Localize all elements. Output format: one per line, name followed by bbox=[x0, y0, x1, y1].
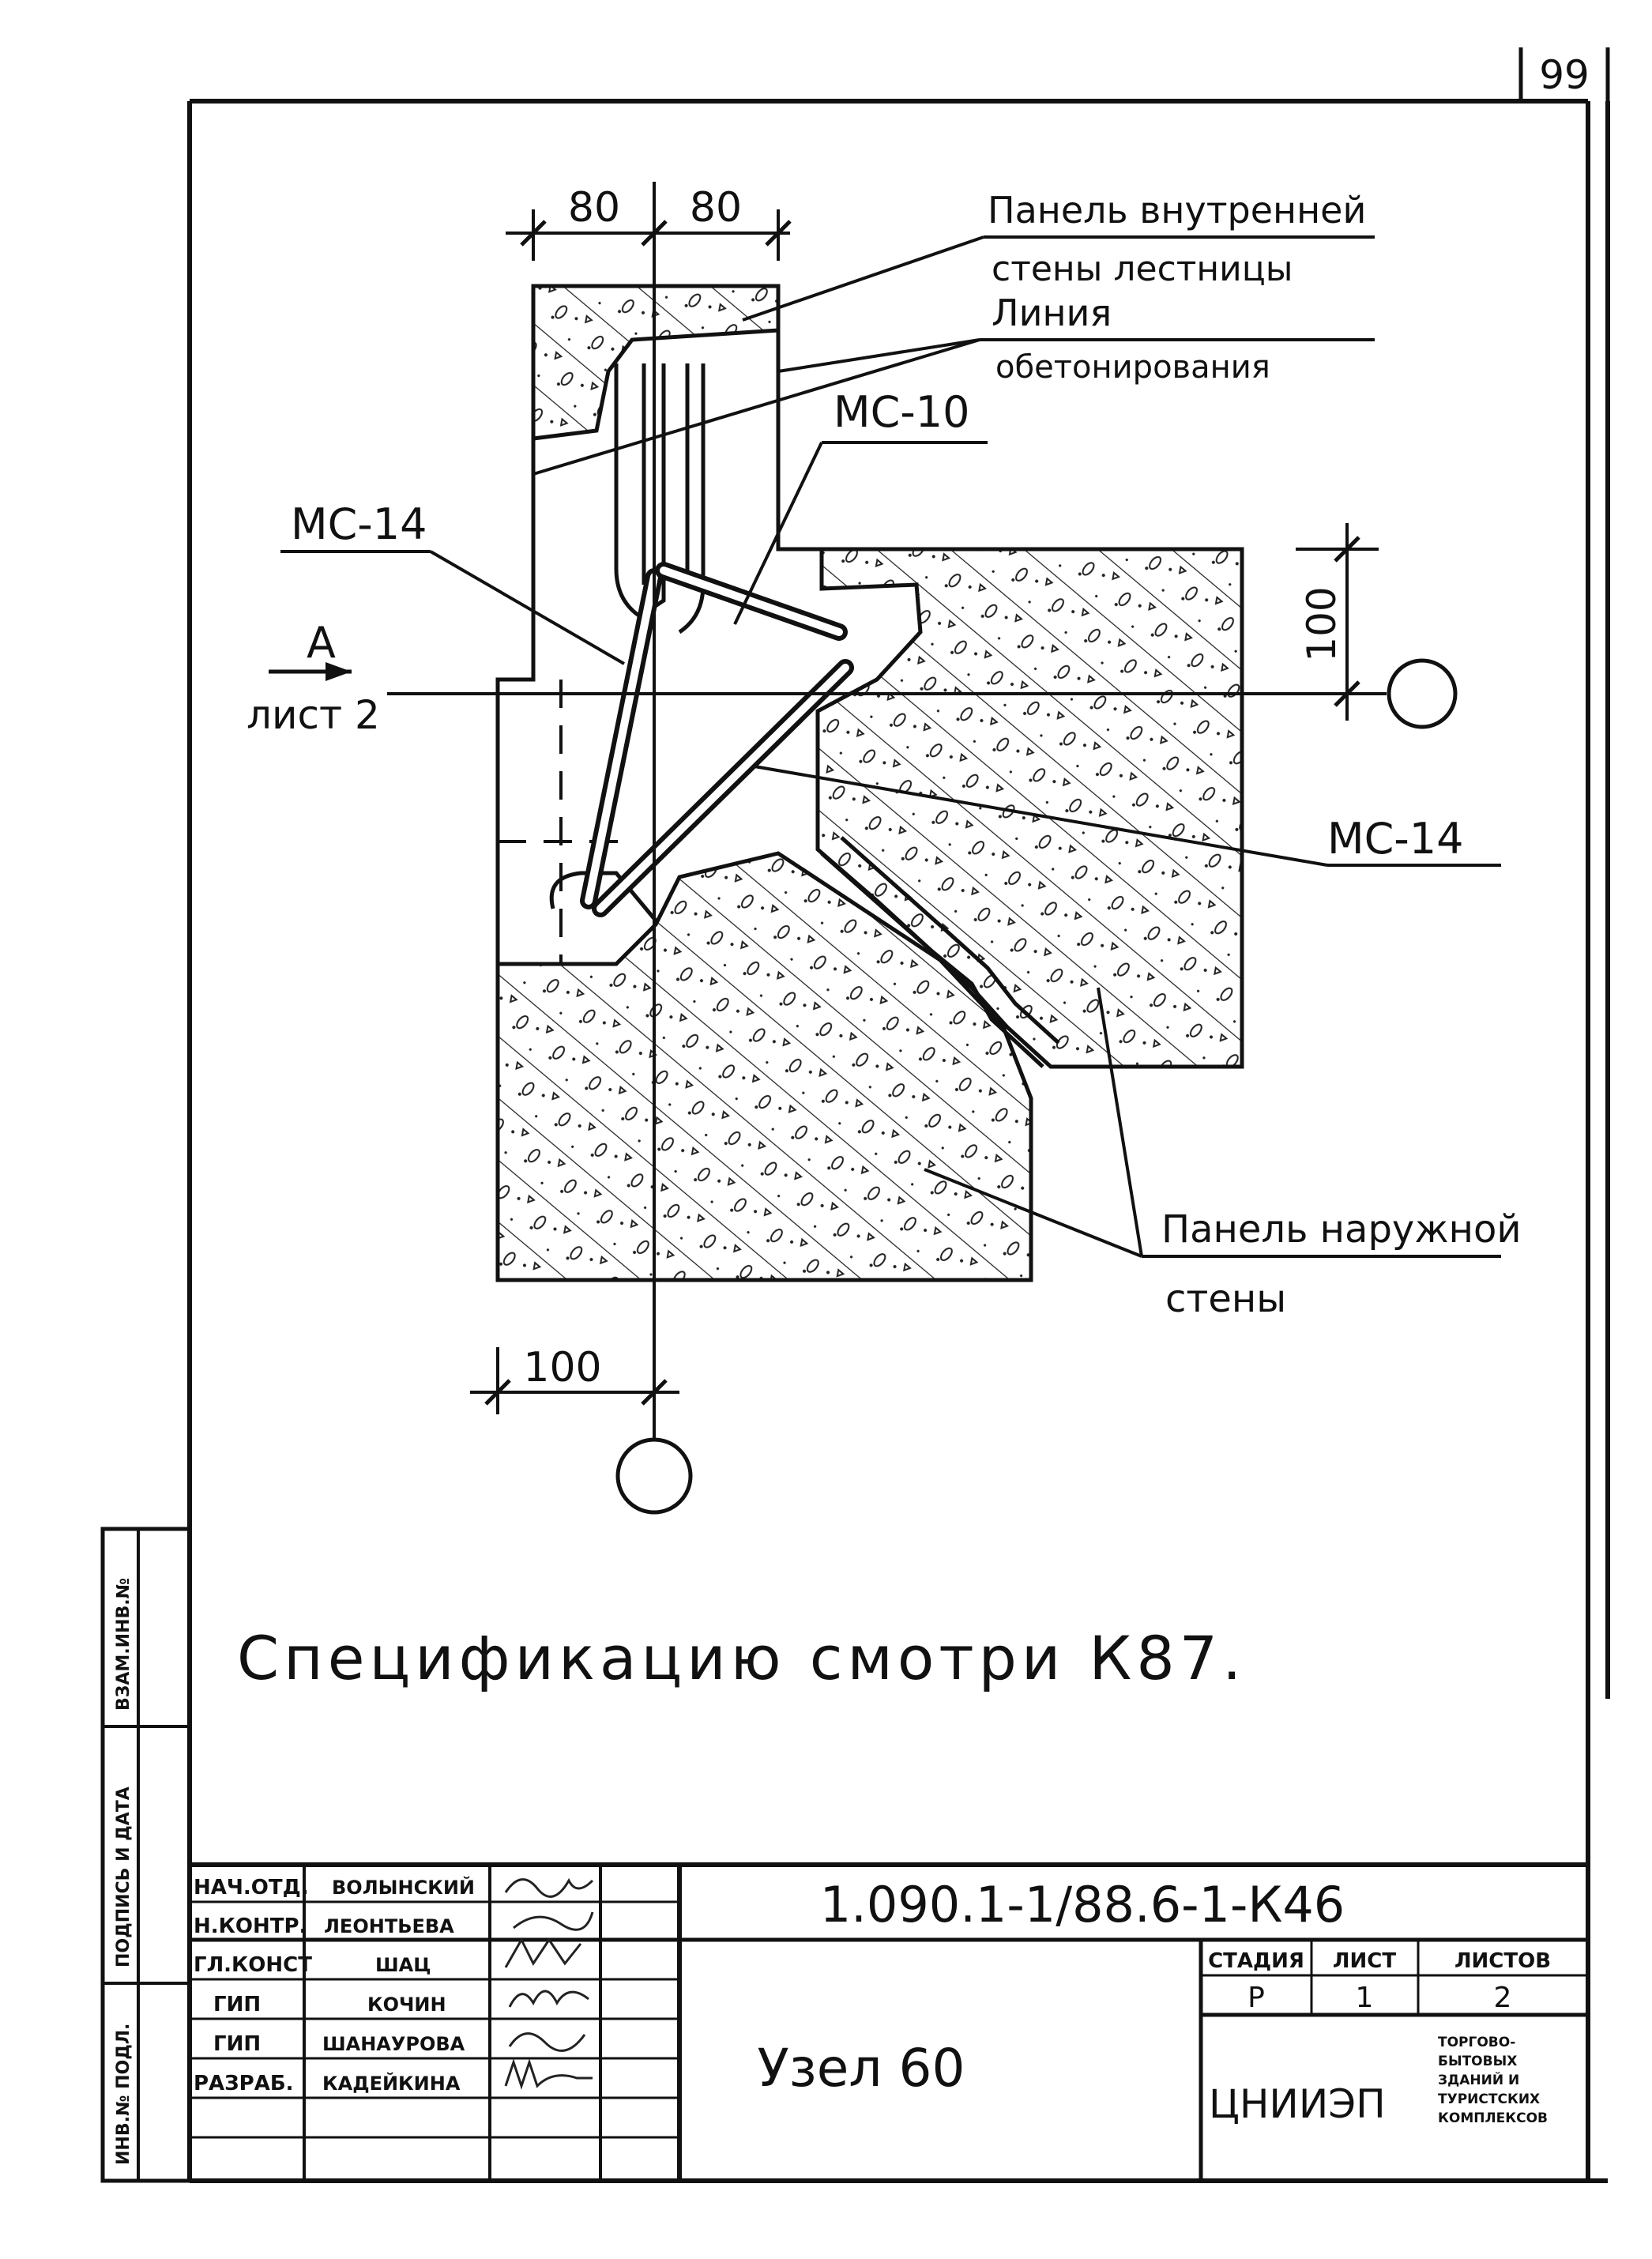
leader-lines bbox=[280, 235, 1501, 1258]
sheets-value: 2 bbox=[1494, 1982, 1512, 2014]
title-block: НАЧ.ОТД. ВОЛЫНСКИЙ Н.КОНТР. ЛЕОНТЬЕВА ГЛ… bbox=[190, 1862, 1588, 2181]
dimension-bottom-value: 100 bbox=[523, 1344, 601, 1391]
dimension-top-right: 80 bbox=[690, 184, 742, 232]
label-mc14-right: МС-14 bbox=[1327, 814, 1464, 864]
side-stamp: ИНВ.№ ПОДЛ. ПОДПИСЬ И ДАТА ВЗАМ.ИНВ.№ bbox=[100, 1527, 192, 2183]
role-6: РАЗРАБ. bbox=[194, 2072, 294, 2095]
sheet-value: 1 bbox=[1356, 1982, 1374, 2014]
org-desc-1: ТОРГОВО- bbox=[1438, 2035, 1515, 2050]
name-2: ЛЕОНТЬЕВА bbox=[324, 1915, 454, 1937]
drawing-title: Узел 60 bbox=[757, 2038, 965, 2099]
joint-seam bbox=[820, 836, 1060, 1068]
label-concrete-line-2: обетонирования bbox=[995, 349, 1270, 386]
org-desc-4: ТУРИСТСКИХ bbox=[1438, 2091, 1540, 2107]
section-marker: А лист 2 bbox=[246, 618, 380, 738]
dimension-top: 80 80 bbox=[506, 182, 792, 261]
org-desc-3: ЗДАНИЙ И bbox=[1438, 2071, 1519, 2088]
document-code: 1.090.1-1/88.6-1-К46 bbox=[820, 1876, 1345, 1933]
stage-header: СТАДИЯ bbox=[1208, 1949, 1304, 1973]
dimension-right: 100 bbox=[1296, 523, 1379, 721]
org-desc-2: БЫТОВЫХ bbox=[1438, 2054, 1517, 2069]
anchor-mc14-left bbox=[580, 568, 663, 909]
outer-panel-right bbox=[815, 547, 1244, 1069]
stage-value: Р bbox=[1247, 1982, 1265, 2014]
anchor-mc14-right bbox=[592, 659, 854, 917]
page-number: 99 bbox=[1539, 52, 1590, 98]
sheets-header: ЛИСТОВ bbox=[1454, 1949, 1551, 1973]
name-5: ШАНАУРОВА bbox=[322, 2033, 465, 2055]
side-stamp-signature: ПОДПИСЬ И ДАТА bbox=[114, 1786, 134, 1967]
axis-horizontal bbox=[387, 658, 1458, 729]
callouts: Панель внутренней стены лестницы Линия о… bbox=[291, 189, 1522, 1321]
org-desc-5: КОМПЛЕКСОВ bbox=[1438, 2110, 1548, 2126]
role-4: ГИП bbox=[213, 1993, 261, 2016]
label-outer-panel-2: стены bbox=[1165, 1277, 1286, 1321]
axis-marker-bottom bbox=[615, 1437, 693, 1515]
role-5: ГИП bbox=[213, 2032, 261, 2056]
name-4: КОЧИН bbox=[367, 1994, 446, 2016]
dimension-right-value: 100 bbox=[1299, 586, 1345, 661]
signatures bbox=[504, 1877, 594, 2090]
axis-marker-right bbox=[1387, 658, 1458, 729]
embedded-plate bbox=[549, 363, 706, 922]
role-2: Н.КОНТР. bbox=[194, 1915, 307, 1938]
sheet-header: ЛИСТ bbox=[1333, 1949, 1396, 1973]
side-stamp-replace: ВЗАМ.ИНВ.№ bbox=[114, 1578, 134, 1711]
organization: ЦНИИЭП bbox=[1209, 2081, 1386, 2127]
specification-note: Спецификацию смотри К87. bbox=[237, 1623, 1246, 1693]
label-outer-panel-1: Панель наружной bbox=[1161, 1207, 1522, 1252]
label-mc14-left: МС-14 bbox=[291, 499, 427, 549]
dimension-top-left: 80 bbox=[568, 184, 620, 232]
role-3: ГЛ.КОНСТ bbox=[194, 1953, 312, 1977]
name-1: ВОЛЫНСКИЙ bbox=[332, 1876, 475, 1899]
name-3: ШАЦ bbox=[375, 1954, 431, 1976]
label-mc10: МС-10 bbox=[834, 387, 970, 437]
wall-outline bbox=[495, 286, 822, 1280]
label-concrete-line-1: Линия bbox=[992, 292, 1112, 334]
label-inner-panel-1: Панель внутренней bbox=[988, 189, 1366, 232]
section-letter: А bbox=[307, 618, 336, 668]
dimension-bottom: 100 bbox=[470, 1344, 679, 1414]
side-stamp-inv: ИНВ.№ ПОДЛ. bbox=[114, 2024, 134, 2165]
label-inner-panel-2: стены лестницы bbox=[992, 249, 1293, 289]
page-number-box: 99 bbox=[1518, 47, 1610, 101]
anchor-mc10 bbox=[655, 562, 848, 641]
axis-vertical bbox=[615, 249, 693, 1515]
section-sheet: лист 2 bbox=[246, 692, 380, 738]
role-1: НАЧ.ОТД. bbox=[194, 1876, 309, 1899]
name-6: КАДЕЙКИНА bbox=[322, 2072, 461, 2095]
